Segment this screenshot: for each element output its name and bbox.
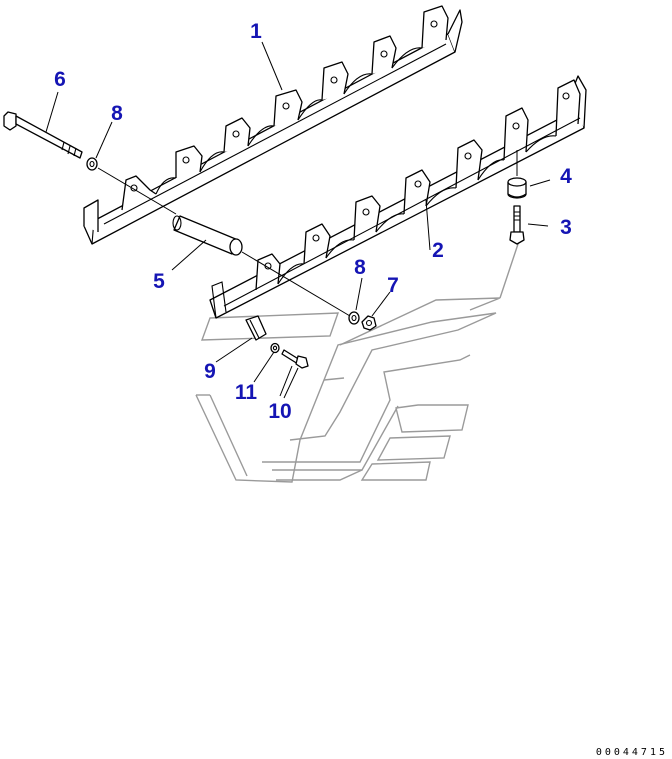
- callout-labels: 1 2 3 4 5 6 7 8 8 9 10 11: [54, 20, 572, 423]
- callout-1: 1: [250, 20, 262, 43]
- callout-2: 2: [432, 239, 444, 262]
- callout-8-upper: 8: [111, 102, 123, 125]
- vertical-bolt: [509, 150, 525, 245]
- callout-7: 7: [387, 274, 399, 297]
- callout-9: 9: [204, 360, 216, 383]
- assembly-center-line: [97, 167, 351, 317]
- nut: [361, 315, 377, 331]
- small-washer: [270, 342, 280, 354]
- track-guard-lower: [209, 75, 587, 319]
- callout-8-lower: 8: [354, 256, 366, 279]
- callout-6: 6: [54, 68, 66, 91]
- spacer-block: [507, 177, 527, 199]
- washer-upper: [86, 157, 98, 171]
- clamp-plate: [245, 315, 267, 341]
- drawing-code: 00044715: [596, 747, 668, 758]
- callout-5: 5: [153, 270, 165, 293]
- machine-frame-outline: [195, 237, 521, 483]
- small-bolt: [281, 349, 309, 369]
- callout-3: 3: [560, 216, 572, 239]
- washer-lower: [348, 311, 360, 325]
- callout-10: 10: [268, 400, 291, 423]
- long-bolt: [3, 111, 83, 159]
- spacer-tube: [172, 215, 243, 256]
- track-guard-upper: [83, 5, 463, 245]
- leader-lines: [45, 41, 551, 399]
- callout-11: 11: [235, 381, 258, 404]
- callout-4: 4: [560, 165, 572, 188]
